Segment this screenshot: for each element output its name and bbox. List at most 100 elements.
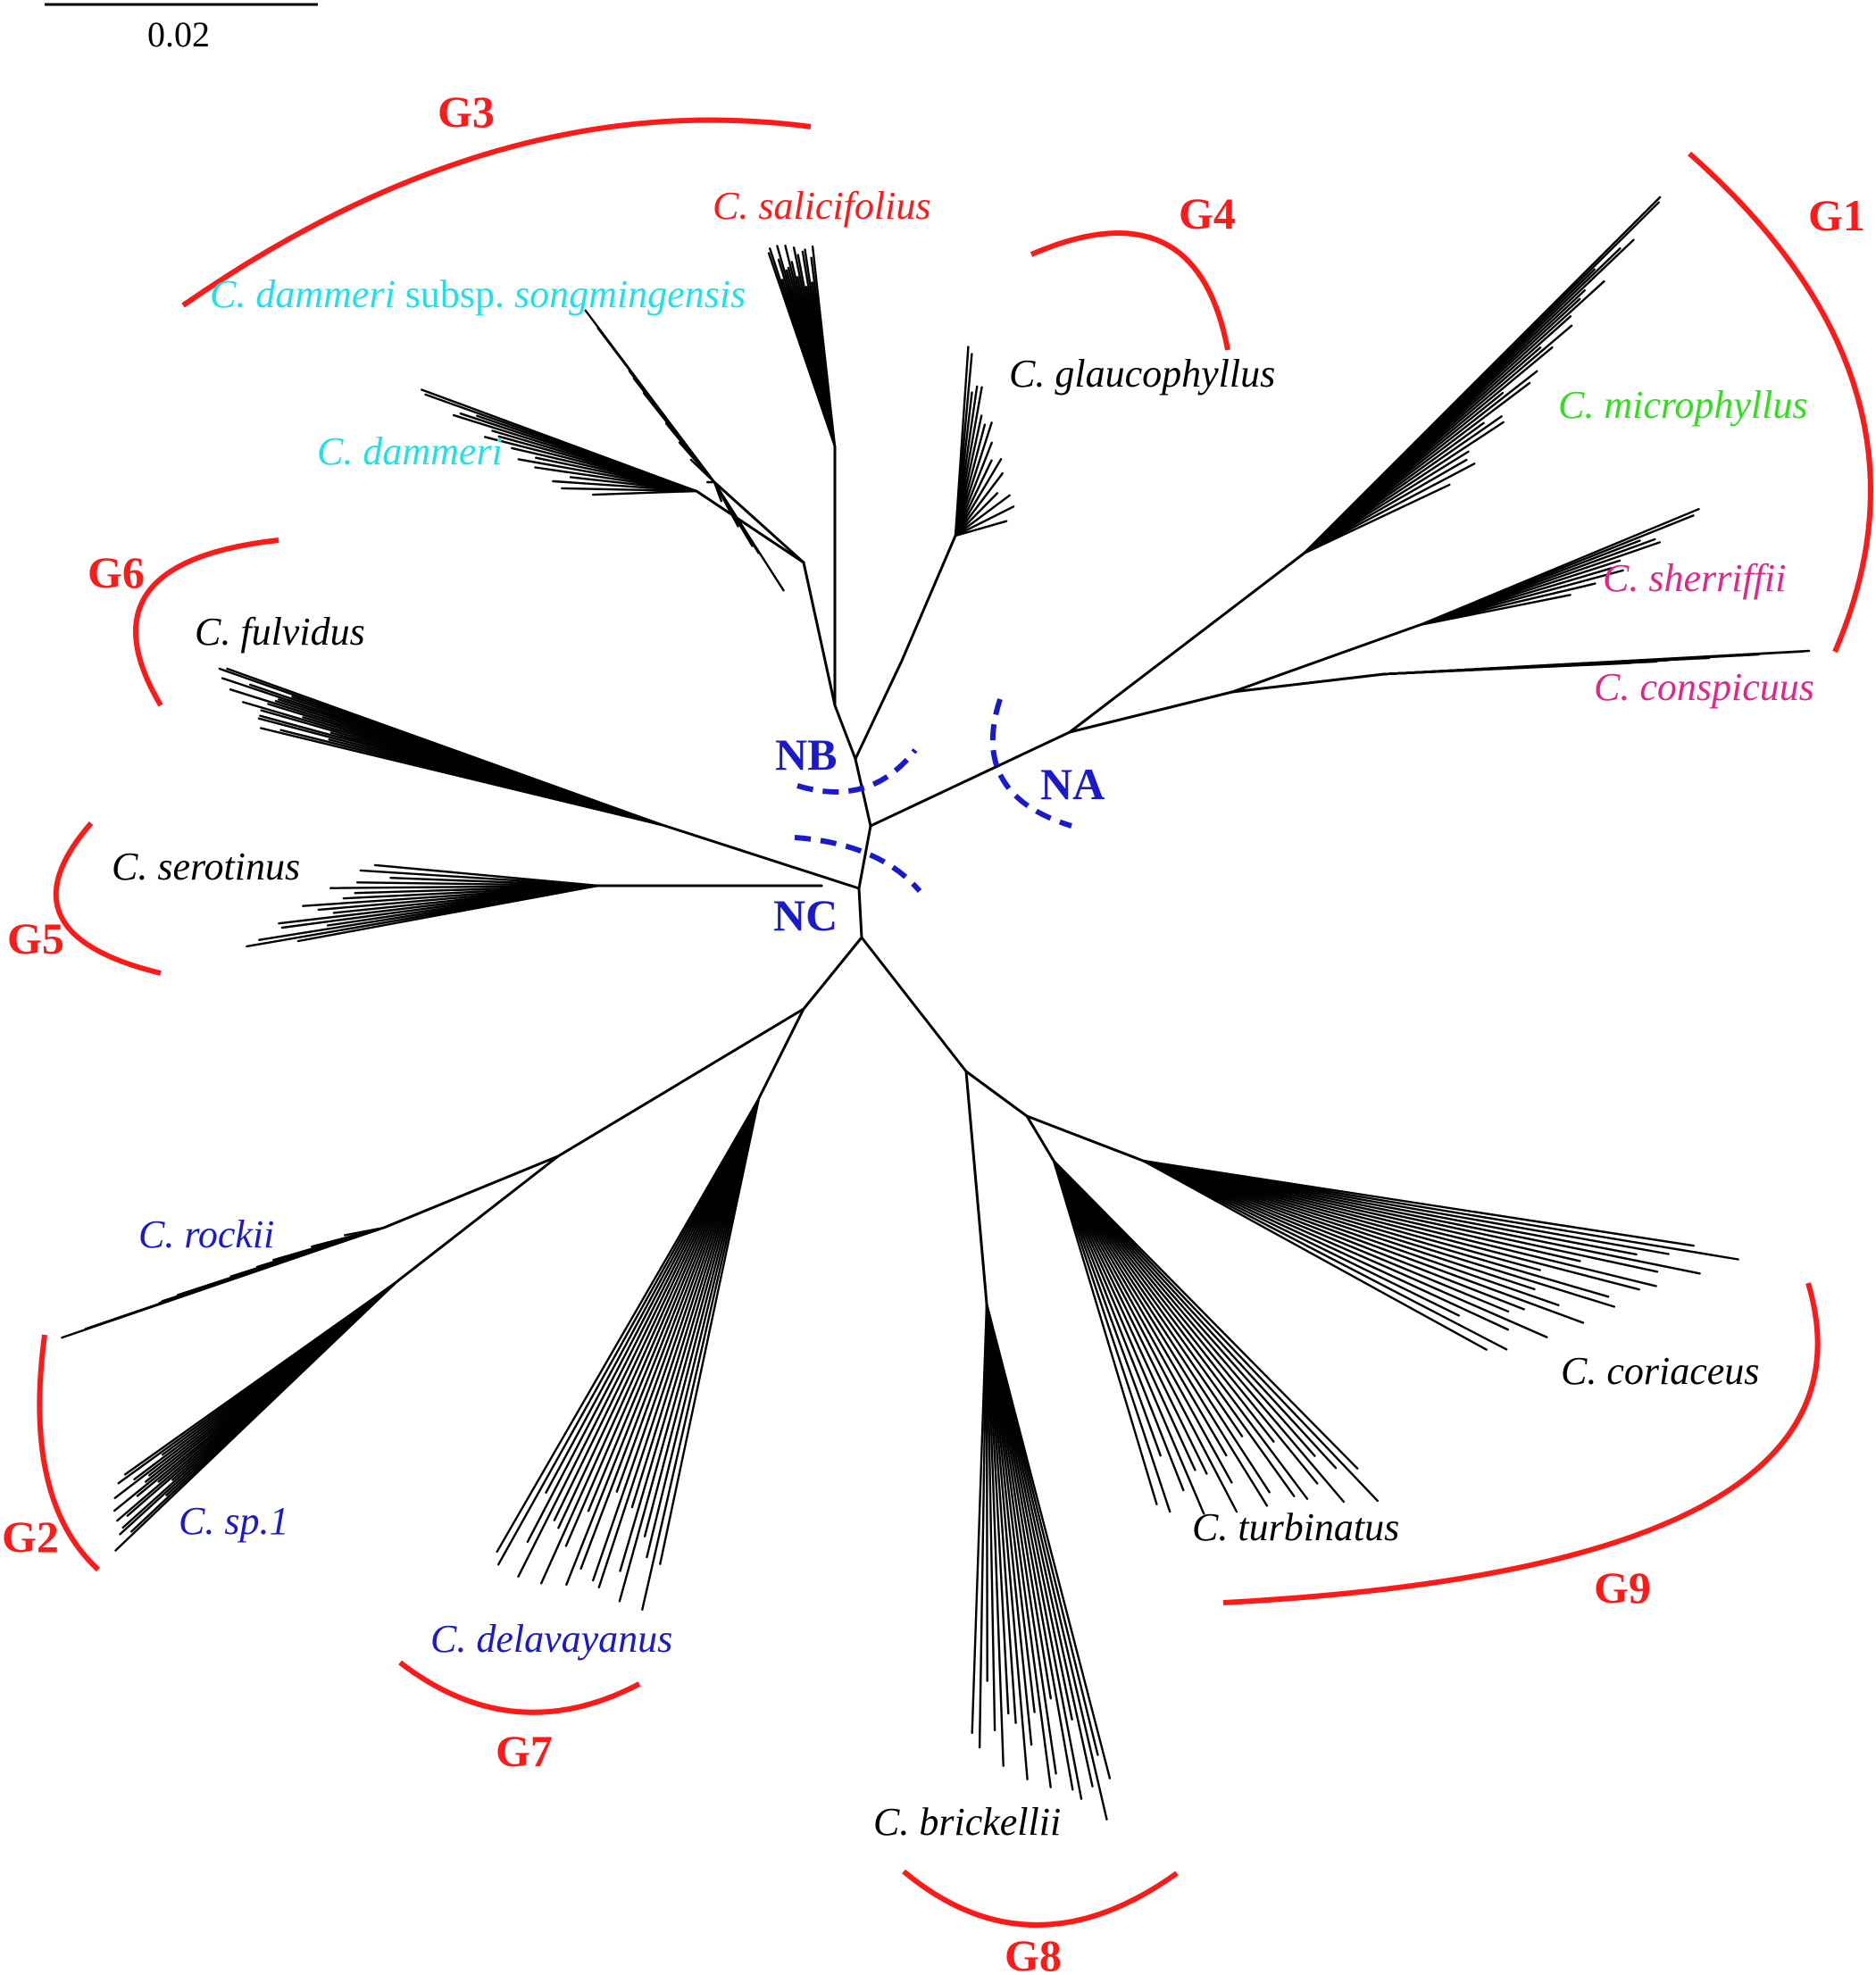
taxon-label-brickellii: C. brickellii — [873, 1800, 1061, 1844]
taxon-label-sp1: C. sp.1 — [179, 1499, 288, 1543]
leaf-branch-delavayanus — [643, 1096, 761, 1538]
leaf-branch-turbinatus — [1052, 1159, 1185, 1492]
leaf-branch-turbinatus — [1052, 1159, 1196, 1471]
leaf-branch-brickellii — [971, 1302, 988, 1735]
leaf-branch-coriaceus — [1141, 1159, 1657, 1288]
leaf-branch-turbinatus — [1052, 1159, 1244, 1438]
group-arc-g3 — [181, 117, 812, 308]
leaf-branch-glaucophyllus — [954, 471, 1005, 538]
taxon-label-coriaceus: C. coriaceus — [1561, 1349, 1759, 1393]
leaf-branch-conspicuus — [1382, 662, 1632, 676]
leaf-branch-brickellii — [985, 1302, 1017, 1724]
taxon-labels: C. salicifolius C. dammeri subsp. songmi… — [112, 184, 1814, 1844]
group-label-g2: G2 — [2, 1512, 59, 1562]
leaf-branch-glaucophyllus — [954, 459, 993, 538]
leaf-branch-songmingensis — [713, 480, 785, 592]
leaf-branch-turbinatus — [1052, 1159, 1171, 1513]
leaf-branch-brickellii — [978, 1302, 988, 1749]
leaf-branch-coriaceus — [1141, 1159, 1701, 1275]
leaf-branch-sherriffii — [1418, 594, 1572, 627]
group-arc-g4 — [1030, 230, 1230, 351]
branch-se-turbinatus — [1025, 1114, 1055, 1162]
node-label-nb: NB — [775, 729, 837, 779]
leaf-branch-microphyllus — [1302, 458, 1468, 555]
leaf-branch-microphyllus — [1302, 483, 1451, 555]
leaf-branch-glaucophyllus — [954, 492, 999, 538]
branch-sw-rockii — [556, 1007, 805, 1158]
leaf-branch-delavayanus — [557, 1096, 761, 1529]
leaf-branch-brickellii — [985, 1302, 1033, 1746]
leaf-branch-turbinatus — [1052, 1159, 1271, 1494]
branch-core — [854, 757, 872, 939]
group-arc-g8 — [902, 1869, 1179, 1928]
leaf-branch-glaucophyllus — [954, 441, 993, 538]
leaf-branch-turbinatus — [1052, 1159, 1228, 1457]
leaf-branch-brickellii — [985, 1302, 988, 1682]
leaf-branch-glaucophyllus — [954, 458, 1003, 538]
branch-se-coriaceus — [1025, 1114, 1145, 1162]
leaf-branch-coriaceus — [1141, 1159, 1525, 1311]
group-arcs — [37, 117, 1873, 1928]
branch-g1-lower — [1068, 690, 1234, 734]
leaf-branch-coriaceus — [1141, 1159, 1461, 1317]
group-arc-g7 — [398, 1660, 641, 1715]
branch-songmingensis — [713, 480, 805, 564]
leaf-branch-turbinatus — [1052, 1159, 1162, 1457]
branch-sw-rockii-2 — [382, 1154, 560, 1229]
branch-sherriffii — [1230, 623, 1422, 694]
taxon-label-songmingensis: C. dammeri subsp. songmingensis — [210, 272, 746, 316]
leaf-clades — [61, 196, 1811, 1821]
leaf-branch-delavayanus — [592, 1096, 761, 1582]
leaf-branch-glaucophyllus — [954, 494, 1011, 538]
leaf-branch-dammeri — [592, 489, 698, 496]
taxon-label-conspicuus: C. conspicuus — [1594, 665, 1814, 709]
leaf-branch-turbinatus — [1052, 1159, 1238, 1513]
leaf-branch-turbinatus — [1052, 1159, 1319, 1485]
leaf-branch-coriaceus — [1141, 1159, 1510, 1313]
leaf-branch-delavayanus — [618, 1096, 761, 1603]
group-label-g3: G3 — [438, 87, 495, 137]
leaf-branch-delavayanus — [565, 1096, 761, 1586]
leaf-branch-delavayanus — [497, 1096, 761, 1566]
leaf-branch-delavayanus — [553, 1096, 761, 1521]
leaf-branch-turbinatus — [1052, 1159, 1296, 1497]
branch-g1-stem — [1068, 552, 1305, 734]
leaf-branch-brickellii — [985, 1302, 1010, 1715]
leaf-branch-brickellii — [985, 1302, 1112, 1779]
leaf-branch-brickellii — [985, 1302, 1108, 1821]
leaf-branch-songmingensis — [689, 458, 716, 484]
branch-to-fulvidus — [663, 824, 861, 890]
leaf-branch-delavayanus — [579, 1096, 761, 1571]
leaf-branch-brickellii — [985, 1302, 1005, 1767]
branch-sw-sp1 — [396, 1154, 560, 1283]
branch-sw-delavayanus — [757, 1007, 805, 1100]
group-label-g7: G7 — [496, 1726, 553, 1776]
node-arc-na — [990, 698, 1072, 829]
leaf-branch-turbinatus — [1052, 1159, 1275, 1443]
leaf-branch-coriaceus — [1141, 1159, 1508, 1351]
taxon-label-salicifolius: C. salicifolius — [713, 184, 930, 228]
leaf-branch-coriaceus — [1141, 1159, 1488, 1351]
leaf-branch-coriaceus — [1141, 1159, 1610, 1298]
leaf-branch-coriaceus — [1141, 1159, 1696, 1247]
leaf-branch-serotinus — [296, 884, 600, 943]
leaf-branch-turbinatus — [1052, 1159, 1316, 1457]
leaf-branch-turbinatus — [1052, 1159, 1269, 1507]
leaf-branch-coriaceus — [1141, 1159, 1560, 1307]
group-label-g8: G8 — [1005, 1930, 1062, 1975]
taxon-label-turbinatus: C. turbinatus — [1192, 1505, 1399, 1549]
leaf-branch-delavayanus — [641, 1096, 761, 1611]
leaf-branch-turbinatus — [1052, 1159, 1359, 1470]
leaf-branch-brickellii — [985, 1302, 1057, 1775]
tree-backbone — [382, 445, 1422, 1305]
leaf-branch-brickellii — [985, 1302, 1074, 1791]
leaf-branch-coriaceus — [1141, 1159, 1548, 1338]
taxon-label-microphyllus: C. microphyllus — [1558, 383, 1807, 427]
leaf-branch-brickellii — [985, 1302, 996, 1732]
node-arcs — [794, 698, 1072, 893]
leaf-branch-coriaceus — [1141, 1159, 1536, 1291]
group-arc-g5 — [53, 821, 162, 976]
leaf-branch-turbinatus — [1052, 1159, 1338, 1470]
branch-se-brickellii — [964, 1070, 988, 1305]
